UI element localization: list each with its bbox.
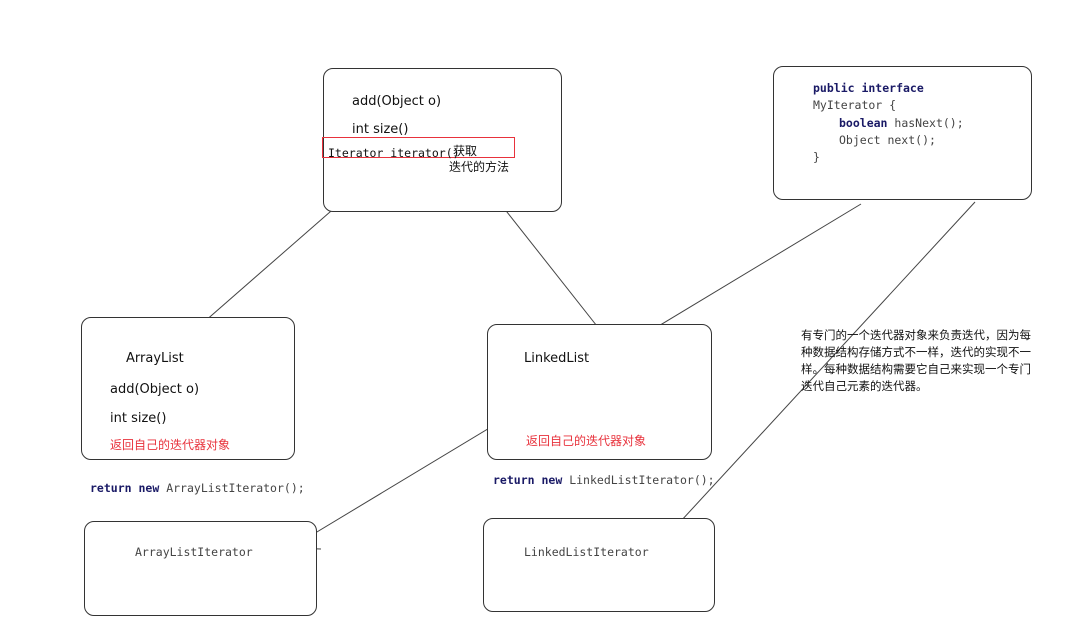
iterator-method-highlight — [322, 137, 515, 158]
interface-close-brace: } — [813, 150, 820, 164]
linkedlistiterator-constructor: LinkedListIterator(); — [569, 473, 715, 487]
arrow-interface-to-linkedlistiterator — [656, 201, 976, 548]
arraylist-box — [81, 317, 295, 460]
iterator-method: Iterator iterator() — [328, 146, 460, 160]
interface-next: Object next(); — [839, 133, 936, 147]
arraylist-title: ArrayList — [126, 351, 184, 366]
new-keyword: new — [541, 473, 563, 487]
new-keyword: new — [138, 481, 160, 495]
linkedlist-title: LinkedList — [524, 351, 590, 366]
arraylist-add-method: add(Object o) — [110, 382, 200, 397]
interface-keyword: public interface — [813, 81, 924, 95]
interface-box — [773, 66, 1032, 200]
linkedlistiterator-box — [483, 518, 715, 612]
linkedlistiterator-title: LinkedListIterator — [524, 545, 649, 559]
arraylistiterator-box — [84, 521, 317, 616]
interface-hasnext: boolean hasNext(); — [839, 116, 964, 130]
arraylist-note: 返回自己的迭代器对象 — [110, 438, 231, 452]
linkedlist-box — [487, 324, 712, 460]
boolean-keyword: boolean — [839, 116, 888, 130]
arraylist-return-statement: return new ArrayListIterator(); — [90, 481, 305, 495]
explanation-note: 有专门的一个迭代器对象来负责迭代，因为每种数据结构存储方式不一样，迭代的实现不一… — [801, 328, 1031, 393]
collection-box — [323, 68, 562, 212]
interface-name: MyIterator { — [813, 98, 897, 112]
arraylist-size-method: int size() — [110, 411, 167, 426]
linkedlist-note: 返回自己的迭代器对象 — [526, 434, 647, 448]
iterator-method-note-1: 获取 — [453, 144, 478, 158]
arraylistiterator-title: ArrayListIterator — [135, 545, 253, 559]
collection-size-method: int size() — [352, 122, 409, 137]
collection-add-method: add(Object o) — [352, 94, 442, 109]
return-keyword: return — [493, 473, 535, 487]
linkedlist-return-statement: return new LinkedListIterator(); — [493, 473, 715, 487]
hasnext-signature: hasNext(); — [894, 116, 964, 130]
iterator-method-note-2: 迭代的方法 — [449, 160, 510, 174]
return-keyword: return — [90, 481, 132, 495]
arraylistiterator-constructor: ArrayListIterator(); — [166, 481, 305, 495]
